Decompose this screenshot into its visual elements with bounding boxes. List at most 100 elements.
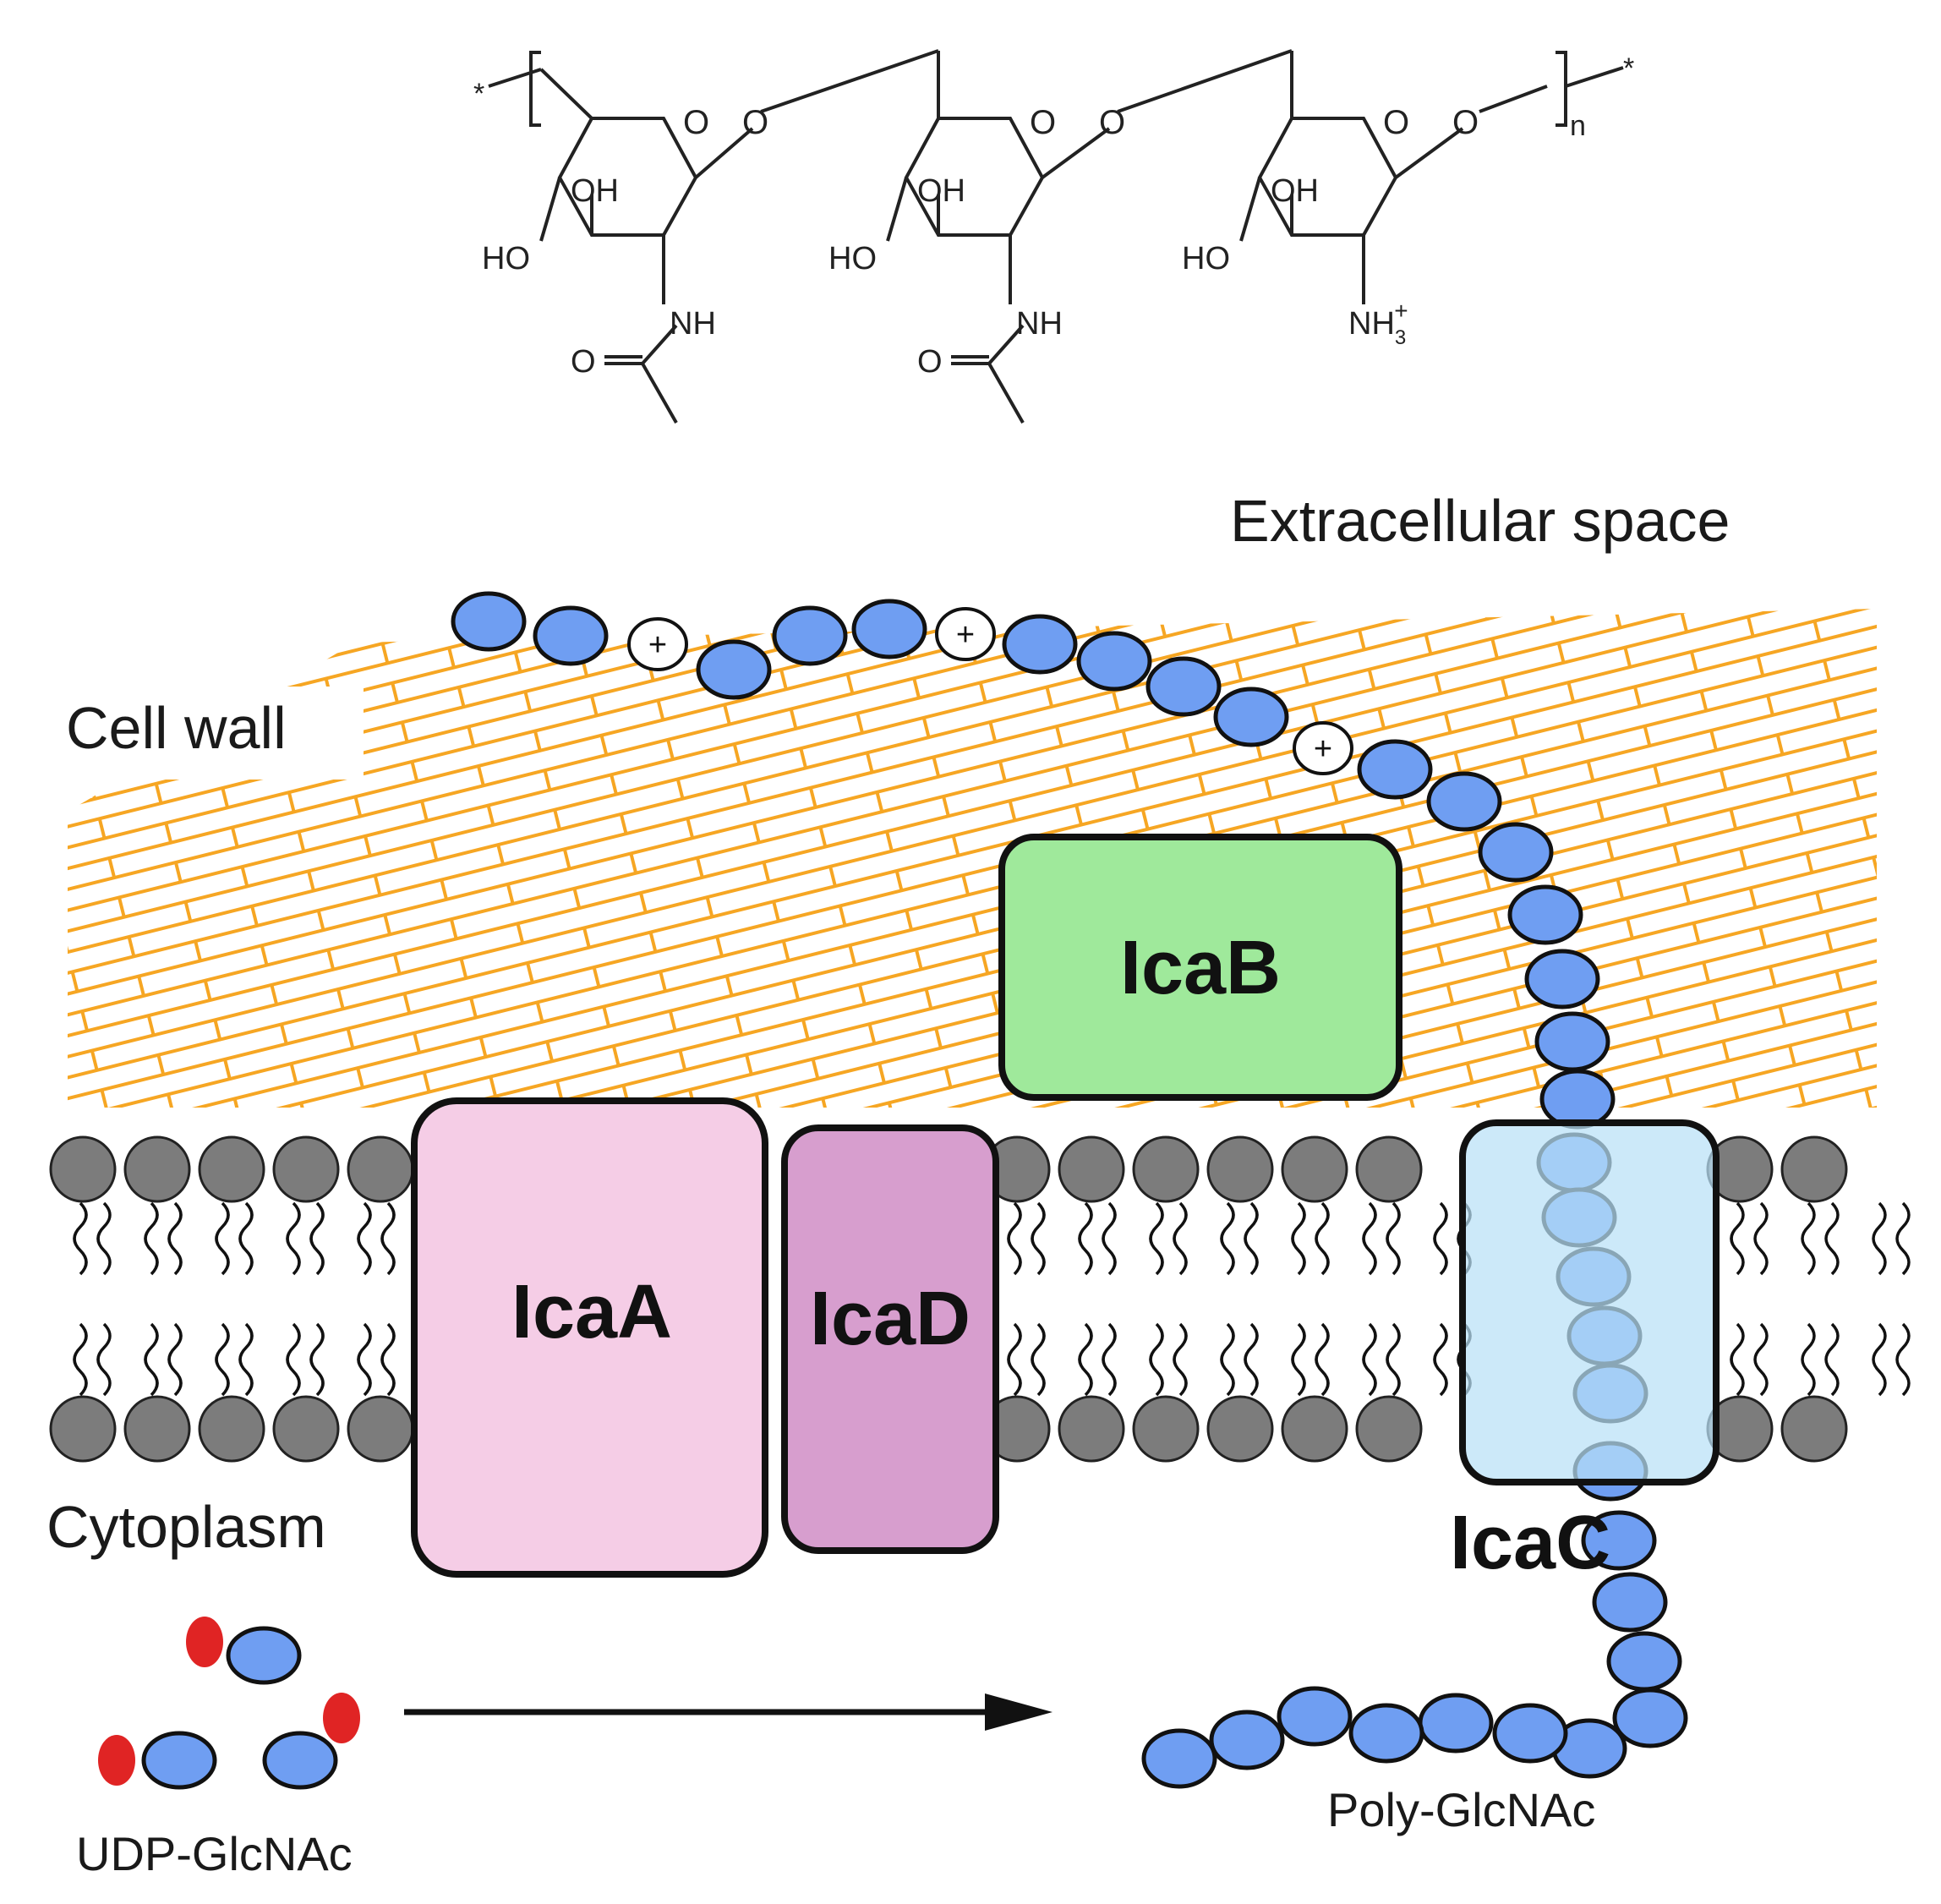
carbonyl-o-1: O xyxy=(571,344,596,380)
lipid-head xyxy=(1780,1395,1848,1463)
amide-nh-1: NH xyxy=(670,306,716,342)
lipid-head xyxy=(123,1135,191,1203)
glcnac-bead xyxy=(1592,1572,1668,1633)
lipid-tail xyxy=(1730,1322,1745,1397)
lipid-tail xyxy=(215,1322,230,1397)
icaC-protein xyxy=(1459,1119,1720,1485)
icaB-label: IcaB xyxy=(1120,926,1281,1010)
amide-nh-2: NH xyxy=(1016,306,1063,342)
repeat-subscript: n xyxy=(1570,110,1586,142)
glcnac-bead xyxy=(1606,1631,1682,1692)
cytoplasm-label: Cytoplasm xyxy=(46,1494,326,1560)
glcnac-bead xyxy=(1524,949,1600,1009)
lipid-tail xyxy=(1362,1322,1377,1397)
lipid-tail xyxy=(286,1322,301,1397)
lipid-tail xyxy=(1753,1201,1769,1276)
glcnac-bead xyxy=(1581,1510,1657,1571)
glcnac-bead xyxy=(1418,1693,1494,1754)
glcnac-bead xyxy=(1478,822,1554,883)
lipid-tail xyxy=(380,1322,396,1397)
udp-glcnac-molecules xyxy=(98,1617,360,1790)
lipid-tail xyxy=(1007,1201,1022,1276)
lipid-tail xyxy=(96,1322,112,1397)
lipid-head xyxy=(347,1135,414,1203)
lipid-head xyxy=(1206,1135,1274,1203)
glcnac-bead xyxy=(1076,631,1152,692)
ring-oxygen-1: O xyxy=(683,104,709,141)
hydroxyl-2: OH xyxy=(917,173,965,209)
reaction-arrow xyxy=(404,1693,1053,1731)
lipid-tail xyxy=(286,1201,301,1276)
glycosidic-oxygen-3: O xyxy=(1452,104,1479,141)
chemical-structure-labels: * * n O O O O O O OH OH OH HO HO HO NH N… xyxy=(473,52,1634,380)
lipid-tail xyxy=(1244,1322,1259,1397)
ring-oxygen-3: O xyxy=(1383,104,1409,141)
lipid-tail xyxy=(1102,1201,1117,1276)
lipid-tail xyxy=(1362,1201,1377,1276)
lipid-head xyxy=(1132,1135,1200,1203)
lipid-tail xyxy=(96,1201,112,1276)
lipid-tail xyxy=(1291,1322,1306,1397)
lipid-head xyxy=(1281,1395,1348,1463)
lipid-tail xyxy=(1149,1201,1164,1276)
lipid-tail xyxy=(357,1322,372,1397)
lipid-head xyxy=(1355,1135,1423,1203)
udp-group xyxy=(186,1617,223,1667)
glcnac-bead xyxy=(533,605,609,666)
lipid-tail xyxy=(238,1322,254,1397)
glcnac-bead xyxy=(226,1626,302,1685)
udp-group xyxy=(98,1735,135,1786)
glcnac-bead xyxy=(262,1731,338,1790)
glcnac-bead xyxy=(1357,739,1433,800)
glucosamine-bead xyxy=(935,607,996,661)
lipid-head xyxy=(1206,1395,1274,1463)
icaA-protein: IcaA xyxy=(411,1097,768,1578)
lipid-tail xyxy=(1315,1322,1330,1397)
hydroxyl-1: OH xyxy=(571,173,619,209)
glcnac-bead xyxy=(1612,1688,1688,1748)
glcnac-bead xyxy=(1507,884,1583,945)
glucosamine-bead xyxy=(627,617,688,671)
lipid-tail xyxy=(1007,1322,1022,1397)
glcnac-bead xyxy=(451,591,527,652)
icaD-label: IcaD xyxy=(810,1277,970,1361)
glcnac-bead xyxy=(772,605,848,666)
lipid-tail xyxy=(1220,1322,1235,1397)
lipid-tail xyxy=(309,1201,325,1276)
glycosidic-oxygen-2: O xyxy=(1099,104,1125,141)
udp-group xyxy=(323,1693,360,1743)
lipid-tail xyxy=(1801,1322,1816,1397)
lipid-head xyxy=(49,1395,117,1463)
lipid-tail xyxy=(1031,1201,1046,1276)
chemical-structure xyxy=(488,49,1624,424)
lipid-head xyxy=(272,1395,340,1463)
lipid-tail xyxy=(1895,1322,1911,1397)
glcnac-bead xyxy=(1539,1069,1616,1130)
lipid-head xyxy=(1281,1135,1348,1203)
lipid-tail xyxy=(1173,1201,1188,1276)
lipid-head xyxy=(1132,1395,1200,1463)
end-marker-right: * xyxy=(1623,52,1634,85)
icaB-protein: IcaB xyxy=(998,834,1402,1101)
glcnac-bead xyxy=(1145,656,1222,717)
lipid-tail xyxy=(380,1201,396,1276)
lipid-tail xyxy=(1173,1322,1188,1397)
lipid-tail xyxy=(1753,1322,1769,1397)
glcnac-bead xyxy=(141,1731,217,1790)
lipid-tail xyxy=(1433,1322,1448,1397)
lipid-tail xyxy=(1031,1322,1046,1397)
lipid-tail xyxy=(215,1201,230,1276)
lipid-tail xyxy=(1149,1322,1164,1397)
ring-oxygen-2: O xyxy=(1030,104,1056,141)
lipid-tail xyxy=(357,1201,372,1276)
positive-charge: + xyxy=(956,617,975,653)
lipid-tail xyxy=(1078,1201,1093,1276)
hydroxyl-3: OH xyxy=(1271,173,1319,209)
lipid-head xyxy=(1780,1135,1848,1203)
lipid-tail xyxy=(167,1322,183,1397)
glcnac-bead xyxy=(1277,1686,1353,1747)
lipid-head xyxy=(198,1395,265,1463)
membrane-bilayer xyxy=(49,1135,1911,1463)
lipid-tail xyxy=(1102,1322,1117,1397)
